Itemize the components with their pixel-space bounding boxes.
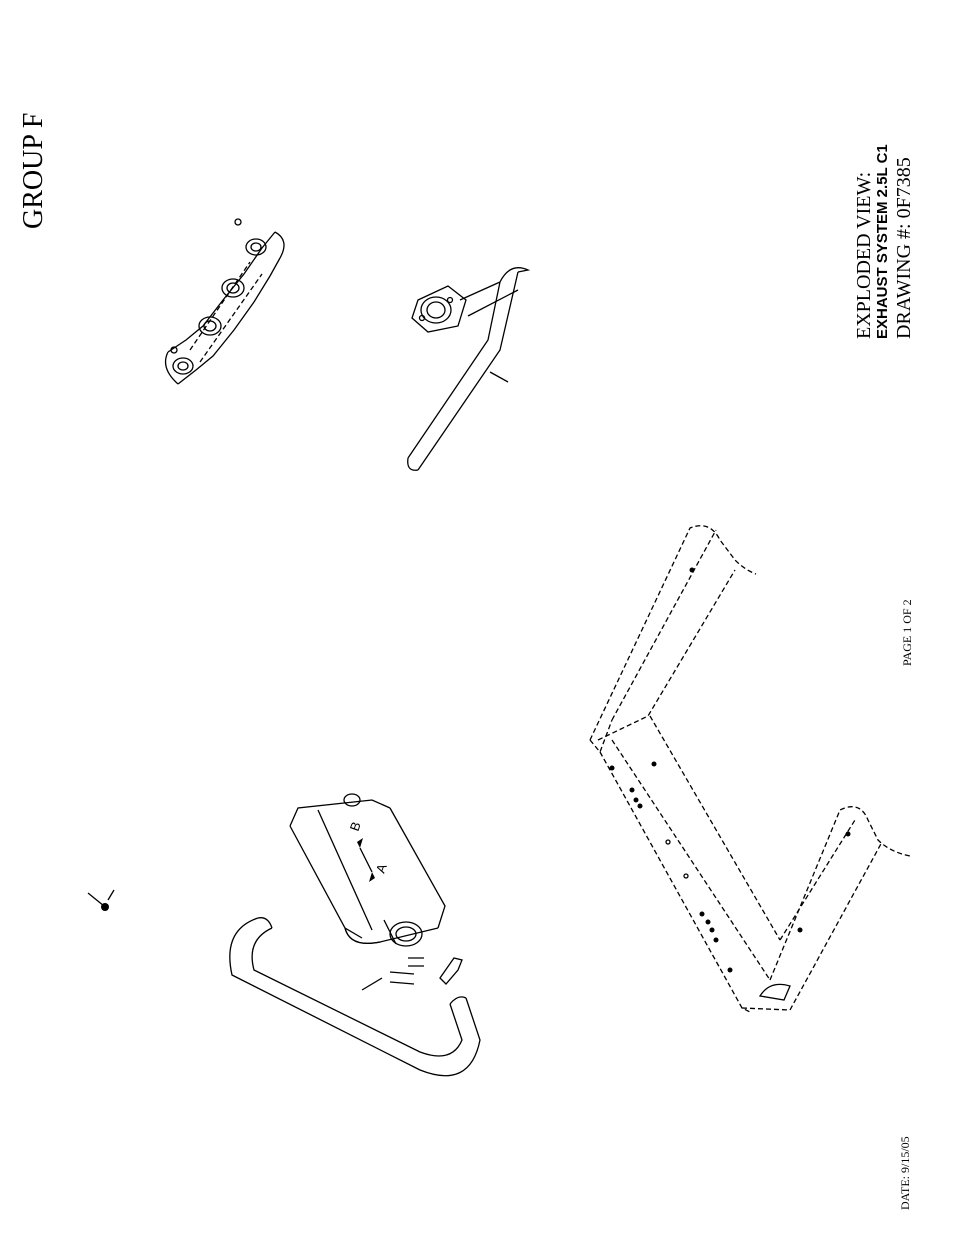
muffler: A B — [289, 793, 446, 947]
muffler-label-b: B — [347, 820, 364, 833]
bolt-clip — [87, 889, 115, 911]
clamps-hangers — [361, 957, 463, 991]
front-pipe — [407, 267, 531, 471]
tailpipe — [229, 917, 481, 1077]
exhaust-manifold — [164, 218, 285, 385]
frame-rails — [589, 525, 911, 1013]
muffler-label-a: A — [373, 861, 390, 875]
